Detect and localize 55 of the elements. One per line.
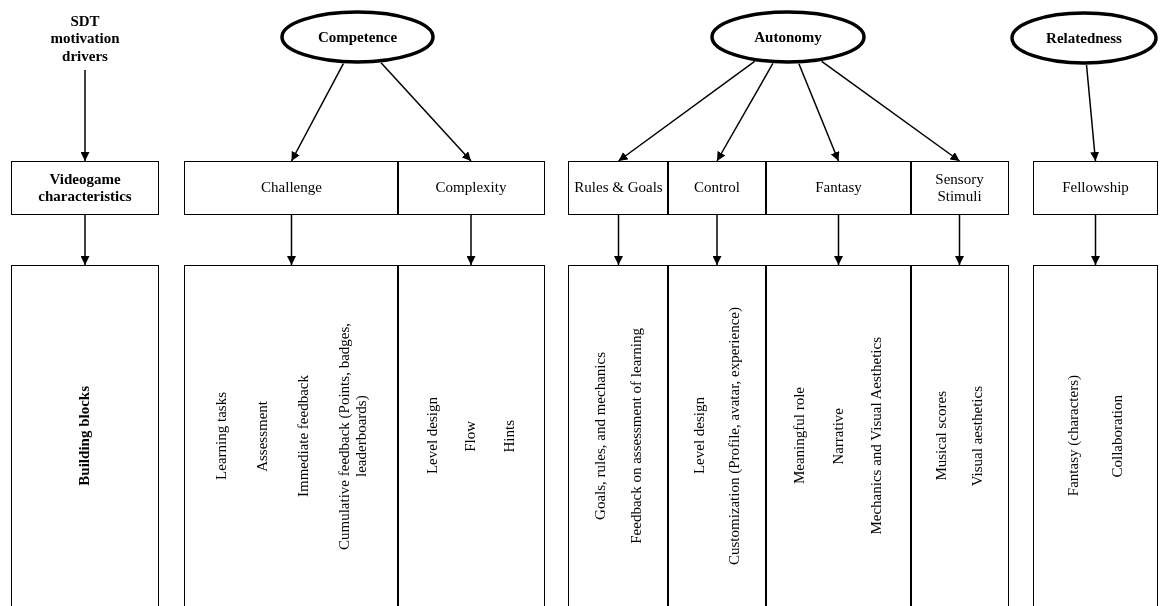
characteristic-box: Control xyxy=(667,161,767,215)
block-label: Customization (Profile, avatar, experience) xyxy=(726,306,744,565)
arrow xyxy=(614,214,623,266)
block-label: Level design xyxy=(423,397,441,475)
block-label: Narrative xyxy=(829,407,847,465)
block-label: Visual aesthetics xyxy=(968,385,986,487)
characteristic-box: Sensory Stimuli xyxy=(910,161,1009,215)
block-label: Feedback on assessment of learning xyxy=(627,328,645,544)
arrow xyxy=(380,61,472,162)
block-label: Collaboration xyxy=(1108,394,1126,478)
block-label: Building blocks xyxy=(76,386,94,486)
arrow xyxy=(955,214,964,266)
characteristic-box: Fellowship xyxy=(1033,161,1158,215)
driver-label: Relatedness xyxy=(1046,29,1122,47)
block-label: Learning tasks xyxy=(212,392,230,480)
arrow xyxy=(716,62,774,162)
building-blocks-box xyxy=(765,265,912,606)
block-label: Mechanics and Visual Aesthetics xyxy=(868,337,886,535)
block-label: Immediate feedback xyxy=(294,375,312,497)
arrow xyxy=(712,214,722,266)
block-label: Goals, rules, and mechanics xyxy=(591,352,609,520)
arrow xyxy=(466,214,476,266)
characteristic-box: Videogame characteristics xyxy=(11,161,159,215)
block-label: Meaningful role xyxy=(791,387,809,485)
arrow xyxy=(1085,64,1100,162)
block-label: Flow xyxy=(462,420,480,452)
block-label: Musical scores xyxy=(933,391,951,481)
block-label: Assessment xyxy=(253,400,271,472)
arrow xyxy=(820,60,961,162)
building-blocks-box xyxy=(568,265,669,606)
block-label: Hints xyxy=(501,419,519,453)
arrow xyxy=(287,214,296,266)
building-blocks-box xyxy=(397,265,545,606)
building-blocks-box xyxy=(11,265,159,606)
building-blocks-box xyxy=(910,265,1009,606)
block-label: Cumulative feedback (Points, badges, leaderboards) xyxy=(335,321,370,552)
characteristic-box: Rules & Goals xyxy=(568,161,669,215)
building-blocks-box xyxy=(667,265,767,606)
characteristic-box: Challenge xyxy=(184,161,399,215)
arrow xyxy=(617,60,756,162)
characteristic-box: Fantasy xyxy=(765,161,912,215)
arrow xyxy=(80,69,90,162)
arrow xyxy=(290,62,345,162)
arrow xyxy=(834,214,843,266)
arrow xyxy=(798,63,840,162)
building-blocks-box xyxy=(1033,265,1158,606)
arrow xyxy=(1091,214,1100,266)
heading-text: SDT motivation drivers xyxy=(40,8,130,70)
building-blocks-box xyxy=(184,265,399,606)
block-label: Fantasy (characters) xyxy=(1064,375,1082,497)
characteristic-box: Complexity xyxy=(397,161,545,215)
driver-label: Autonomy xyxy=(754,28,822,46)
driver-label: Competence xyxy=(317,28,398,46)
block-label: Level design xyxy=(690,397,708,475)
arrow xyxy=(80,214,90,266)
